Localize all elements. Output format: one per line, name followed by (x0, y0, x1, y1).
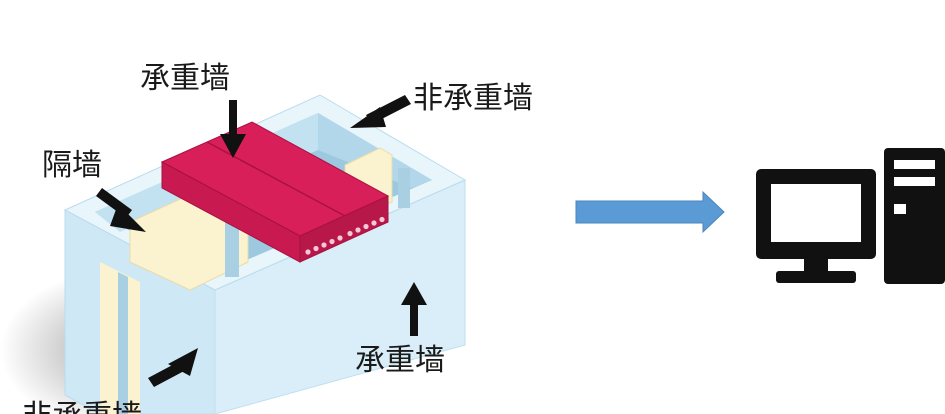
label-top-load-bearing: 承重墙 (140, 61, 230, 96)
label-top-non-load-bearing: 非承重墙 (413, 81, 533, 116)
building-illustration (63, 94, 467, 414)
partition-post (225, 222, 239, 277)
pointer-arrows (96, 95, 427, 387)
left-door-jamb (118, 272, 128, 414)
label-partition: 隔墙 (42, 148, 102, 183)
arrow-partition (96, 188, 146, 232)
label-bottom-load-bearing: 承重墙 (355, 343, 445, 378)
arrow-non-load-bearing (350, 95, 411, 128)
desktop-computer-icon (756, 148, 945, 284)
slab-holes (305, 216, 385, 255)
label-bottom-non-load-bearing: 非承重墙 (22, 399, 142, 414)
right-arrow-icon (575, 190, 725, 234)
floor-slab-seam (206, 141, 346, 217)
arrow-bottom-non-load-bearing (148, 348, 198, 387)
partition-post-right (398, 168, 410, 208)
arrow-top-load-bearing (220, 100, 246, 158)
arrow-bottom-load-bearing (401, 282, 427, 336)
